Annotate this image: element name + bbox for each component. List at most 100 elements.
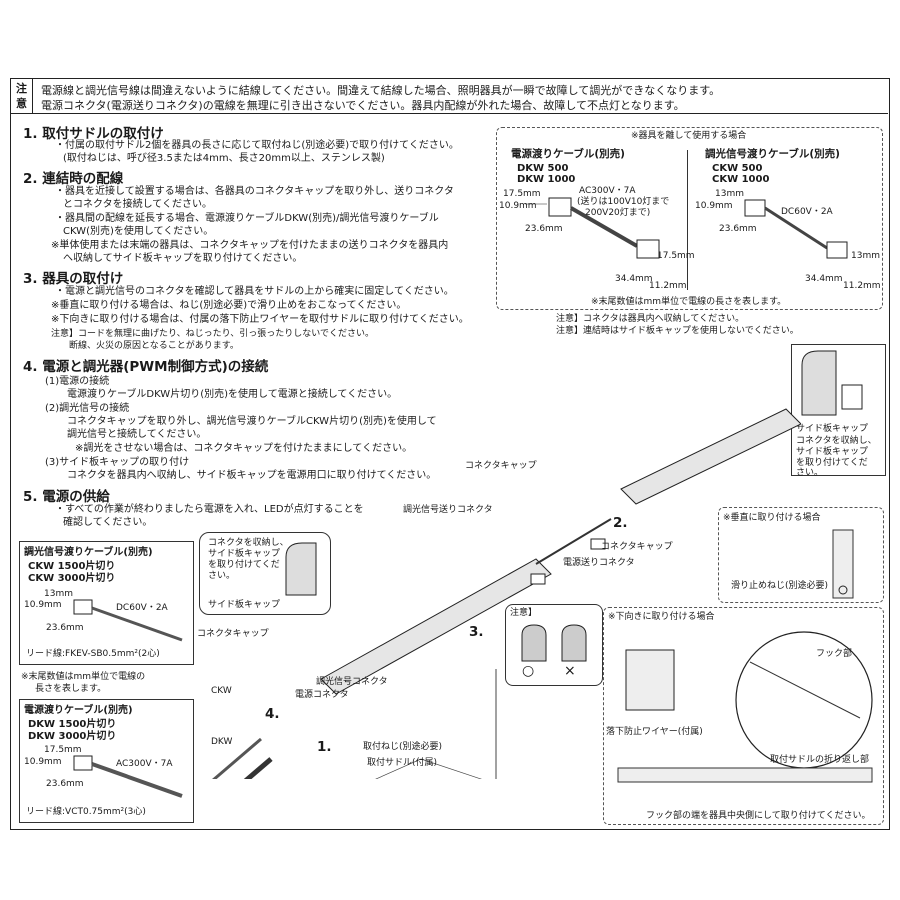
dkw-dim: 17.5mm xyxy=(657,251,695,261)
connector-cap-label: コネクタキャップ xyxy=(197,629,269,639)
inset-side-cap-box: コネクタを収納し、 サイド板キャップ を取り付けてくだ さい。 サイド板キャップ xyxy=(199,532,331,615)
mid-footnote: 長さを表します。 xyxy=(35,684,107,694)
ckw-cut-dim: 13mm xyxy=(44,589,73,599)
notice-line-2: 電源コネクタ(電源送りコネクタ)の電線を無理に引き出さないでください。器具内配線… xyxy=(41,99,685,112)
step1-title: 1. 取付サドルの取付け xyxy=(23,126,164,142)
dimming-connector-label: 調光信号コネクタ xyxy=(316,677,388,687)
caution-drawing xyxy=(521,624,587,662)
dkw-cut-rating: AC300V・7A xyxy=(116,759,173,769)
caution-box: 注意】 ○ × xyxy=(505,604,603,686)
caution-title: 注意】 xyxy=(510,608,538,618)
dkw-dim: 34.4mm xyxy=(615,274,653,284)
saddle-label: 取付サドル(付属) xyxy=(367,758,438,768)
side-cap-desc: さい。 xyxy=(796,468,824,478)
dkw-cut-box: 電源渡りケーブル(別売) DKW 1500片切り DKW 3000片切り 17.… xyxy=(19,699,194,823)
step3-line: 注意】コードを無理に曲げたり、ねじったり、引っ張ったりしないでください。 xyxy=(51,329,375,339)
step4-line: コネクタを器具内へ収納し、サイド板キャップを電源用口に取り付けてください。 xyxy=(67,470,437,481)
dkw-note: 200V20灯まで) xyxy=(585,208,651,218)
ckw-model: CKW 1000 xyxy=(712,174,770,185)
fixture-drawing xyxy=(212,408,801,779)
dkw-cut-dim: 17.5mm xyxy=(44,745,82,755)
ckw-cut-model: CKW 1500片切り xyxy=(28,561,116,572)
screw-label: 取付ねじ(別途必要) xyxy=(363,742,443,752)
dkw-cut-dim: 23.6mm xyxy=(46,779,84,789)
dkw-cable-drawing xyxy=(525,197,660,259)
dkw-dim: 10.9mm xyxy=(499,201,537,211)
side-cap-desc: コネクタを収納し、 xyxy=(796,436,877,446)
step3-line: ※下向きに取り付ける場合は、付属の落下防止ワイヤーを取付サドルに取り付けてくださ… xyxy=(51,314,469,325)
step3-line: ※垂直に取り付ける場合は、ねじ(別途必要)で滑り止めをおこなってください。 xyxy=(51,300,407,311)
dkw-cut-title: 電源渡りケーブル(別売) xyxy=(24,705,133,716)
inset-desc: サイド板キャップ xyxy=(208,549,281,559)
dimming-send-connector-label: 調光信号送りコネクタ xyxy=(403,505,493,515)
dkw-dim: 23.6mm xyxy=(525,224,563,234)
step2-line: とコネクタを接続してください。 xyxy=(63,199,212,210)
step-number-3: 3. xyxy=(469,624,484,640)
step-number-2: 2. xyxy=(613,515,628,531)
side-cap-drawing xyxy=(801,350,863,416)
caution-notice: 注意 電源線と調光信号線は間違えないように結線してください。間違えて結線した場合… xyxy=(11,79,888,114)
ckw-cut-dim: 10.9mm xyxy=(24,600,62,610)
step4-line: (3)サイド板キャップの取り付け xyxy=(45,457,190,468)
connector-cap-label: コネクタキャップ xyxy=(465,461,537,471)
ckw-dim: 13mm xyxy=(715,189,744,199)
step2-line: へ収納してサイド板キャップを取り付けてください。 xyxy=(63,253,303,264)
separate-footnote: ※末尾数値はmm単位で電線の長さを表します。 xyxy=(591,297,787,307)
dkw-note: (送りは100V10灯まで xyxy=(577,197,670,207)
step2-line: ※単体使用または末端の器具は、コネクタキャップを付けたままの送りコネクタを器具内 xyxy=(51,240,449,251)
ckw-dim: 34.4mm xyxy=(805,274,843,284)
step2-title: 2. 連結時の配線 xyxy=(23,171,124,187)
step4-line: ※調光をさせない場合は、コネクタキャップを付けたままにしてください。 xyxy=(75,443,413,454)
step4-line: コネクタキャップを取り外し、調光信号渡りケーブルCKW片切り(別売)を使用して xyxy=(67,416,437,427)
inset-desc: コネクタを収納し、 xyxy=(208,538,289,548)
connector-note: 注意】連結時はサイド板キャップを使用しないでください。 xyxy=(556,326,799,336)
side-cap-desc: を取り付けてくだ xyxy=(796,458,868,468)
vertical-mount-box: ※垂直に取り付ける場合 滑り止めねじ(別途必要) xyxy=(718,507,884,603)
ckw-cut-lead: リード線:FKEV-SB0.5mm²(2心) xyxy=(26,649,160,659)
side-cap-box: サイド板キャップ コネクタを収納し、 サイド板キャップ を取り付けてくだ さい。 xyxy=(791,344,886,478)
step4-title: 4. 電源と調光器(PWM制御方式)の接続 xyxy=(23,359,269,375)
down-footer: フック部の端を器具中央側にして取り付けてください。 xyxy=(646,811,871,821)
ckw-cut-box: 調光信号渡りケーブル(別売) CKW 1500片切り CKW 3000片切り 1… xyxy=(19,541,194,665)
step-number-1: 1. xyxy=(317,739,332,755)
vertical-header: ※垂直に取り付ける場合 xyxy=(723,513,821,523)
ckw-cable-drawing xyxy=(744,199,848,259)
notice-line-1: 電源線と調光信号線は間違えないように結線してください。間違えて結線した場合、照明… xyxy=(41,84,721,97)
dkw-dim: 17.5mm xyxy=(503,189,541,199)
ckw-title: 調光信号渡りケーブル(別売) xyxy=(705,148,840,160)
fold-label: 取付サドルの折り返し部 xyxy=(770,755,870,765)
downward-drawing xyxy=(617,631,873,783)
step3-title: 3. 器具の取付け xyxy=(23,271,124,287)
dkw-dim: 11.2mm xyxy=(649,281,687,291)
vertical-label: 滑り止めねじ(別途必要) xyxy=(731,581,829,591)
dkw-cut-dim: 10.9mm xyxy=(24,757,62,767)
step3-line: ・電源と調光信号のコネクタを確認して器具をサドルの上から確実に固定してください。 xyxy=(55,286,454,297)
inset-label: サイド板キャップ xyxy=(208,600,281,610)
ckw-cut-dim: 23.6mm xyxy=(46,623,84,633)
divider xyxy=(687,150,688,290)
ckw-cut-rating: DC60V・2A xyxy=(116,603,168,613)
vertical-drawing xyxy=(832,529,854,599)
wire-label: 落下防止ワイヤー(付属) xyxy=(606,727,703,737)
ckw-cut-drawing xyxy=(73,599,183,642)
side-cap-label: サイド板キャップ xyxy=(796,424,869,434)
separate-use-header: ※器具を離して使用する場合 xyxy=(631,131,747,141)
notice-tag: 注意 xyxy=(11,79,33,113)
step4-line: (2)調光信号の接続 xyxy=(45,403,130,414)
ckw-model: CKW 500 xyxy=(712,163,763,174)
ckw-label: CKW xyxy=(211,686,232,696)
step1-line: ・付属の取付サドル2個を器具の長さに応じて取付ねじ(別途必要)で取り付けてくださ… xyxy=(55,140,459,151)
connector-note: 注意】コネクタは器具内へ収納してください。 xyxy=(556,314,745,324)
step5-line: 確認してください。 xyxy=(63,517,153,528)
step2-line: CKW(別売)を使用してください。 xyxy=(63,226,214,237)
downward-mount-box: ※下向きに取り付ける場合 フック部 落下防止ワイヤー(付属) 取付サドルの折り返… xyxy=(603,607,884,825)
ckw-dim: 23.6mm xyxy=(719,224,757,234)
step3-line: 断線、火災の原因となることがあります。 xyxy=(69,341,239,351)
inset-desc: を取り付けてくだ xyxy=(208,560,280,570)
ckw-dim: 13mm xyxy=(851,251,880,261)
dkw-model: DKW 500 xyxy=(517,163,569,174)
step1-line: (取付ねじは、呼び径3.5または4mm、長さ20mm以上、ステンレス製) xyxy=(63,153,385,164)
ckw-dim: 11.2mm xyxy=(843,281,881,291)
mid-footnote: ※末尾数値はmm単位で電線の xyxy=(21,672,146,682)
step2-line: ・器具間の配線を延長する場合、電源渡りケーブルDKW(別売)/調光信号渡りケーブ… xyxy=(55,213,439,224)
